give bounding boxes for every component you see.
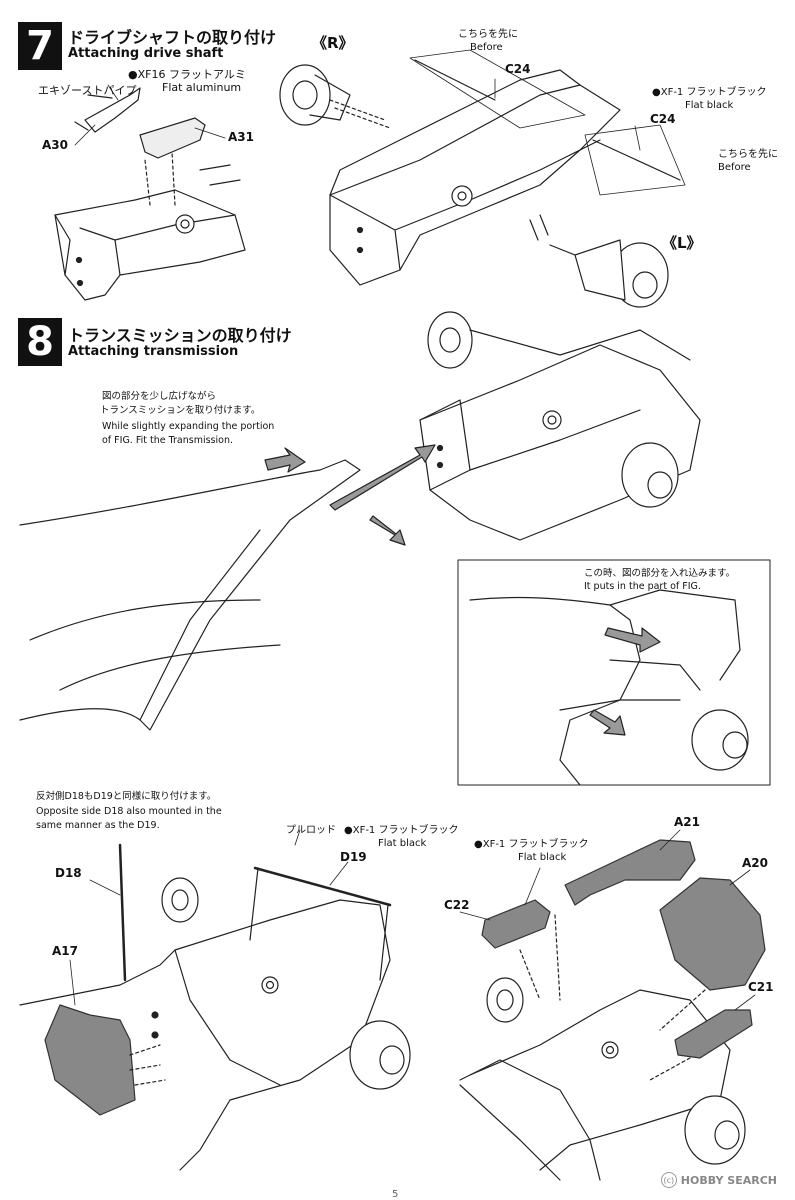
step7-exhaust-assembly	[54, 87, 246, 301]
step-number-badge: 8	[18, 318, 62, 366]
instruction-note-en: Opposite side D18 also mounted in the	[36, 806, 222, 817]
page-number: 5	[392, 1189, 399, 1200]
instruction-note-en: same manner as the D19.	[36, 820, 160, 831]
order-note: こちらを先に	[718, 149, 778, 160]
watermark-text: HOBBY SEARCH	[680, 1173, 777, 1187]
paint-callout-en: Flat black	[685, 100, 734, 111]
part-label-a21: A21	[674, 815, 700, 829]
step8-inset-detail	[457, 559, 771, 786]
part-label-a31: A31	[228, 130, 254, 144]
step-number-badge: 7	[18, 22, 62, 70]
part-name-label: プルロッド	[286, 825, 336, 836]
part-label-c24: C24	[650, 112, 676, 126]
part-label-d19: D19	[340, 850, 367, 864]
instruction-note: トランスミッションを取り付けます。	[100, 405, 261, 416]
part-label-a17: A17	[52, 944, 78, 958]
step-subtitle: Attaching drive shaft	[68, 46, 224, 61]
inset-note-en: It puts in the part of FIG.	[584, 581, 701, 592]
instruction-note-en: While slightly expanding the portion	[102, 421, 275, 432]
step-title: トランスミッションの取り付け	[68, 326, 292, 345]
part-label-c21: C21	[748, 980, 774, 994]
lower-right-assembly	[459, 839, 766, 1181]
part-label-c22: C22	[444, 898, 470, 912]
step-subtitle: Attaching transmission	[68, 344, 239, 359]
part-label-c24: C24	[505, 62, 531, 76]
instruction-note: 反対側D18もD19と同様に取り付けます。	[36, 791, 217, 802]
side-label-left: 《L》	[662, 234, 702, 252]
lower-left-assembly	[19, 843, 411, 1171]
inset-note: この時、図の部分を入れ込みます。	[584, 568, 736, 579]
step-title: ドライブシャフトの取り付け	[68, 28, 277, 47]
step7-gearbox-assembly	[279, 49, 686, 308]
order-note-en: Before	[718, 162, 751, 173]
part-name-label: エキゾーストパイプ	[38, 84, 137, 97]
step8-chassis-assembly	[19, 311, 701, 731]
leader-lines	[69, 78, 756, 1011]
part-label-d18: D18	[55, 866, 82, 880]
order-note: こちらを先に	[458, 29, 518, 40]
paint-callout: ●XF-1 フラットブラック	[344, 825, 459, 836]
side-label-right: 《R》	[312, 34, 354, 52]
paint-callout: ●XF-1 フラットブラック	[474, 839, 589, 850]
paint-callout-en: Flat black	[378, 838, 427, 849]
instruction-note: 図の部分を少し広げながら	[102, 391, 217, 402]
paint-callout: ●XF16 フラットアルミ	[128, 68, 246, 81]
watermark: (c) HOBBY SEARCH	[660, 1172, 777, 1188]
paint-callout: ●XF-1 フラットブラック	[652, 87, 767, 98]
part-label-a20: A20	[742, 856, 768, 870]
paint-callout-en: Flat aluminum	[162, 81, 242, 94]
instruction-note-en: of FIG. Fit the Transmission.	[102, 435, 234, 446]
copyright-icon: (c)	[660, 1172, 677, 1188]
part-label-a30: A30	[42, 138, 68, 152]
paint-callout-en: Flat black	[518, 852, 567, 863]
order-note-en: Before	[470, 42, 503, 53]
